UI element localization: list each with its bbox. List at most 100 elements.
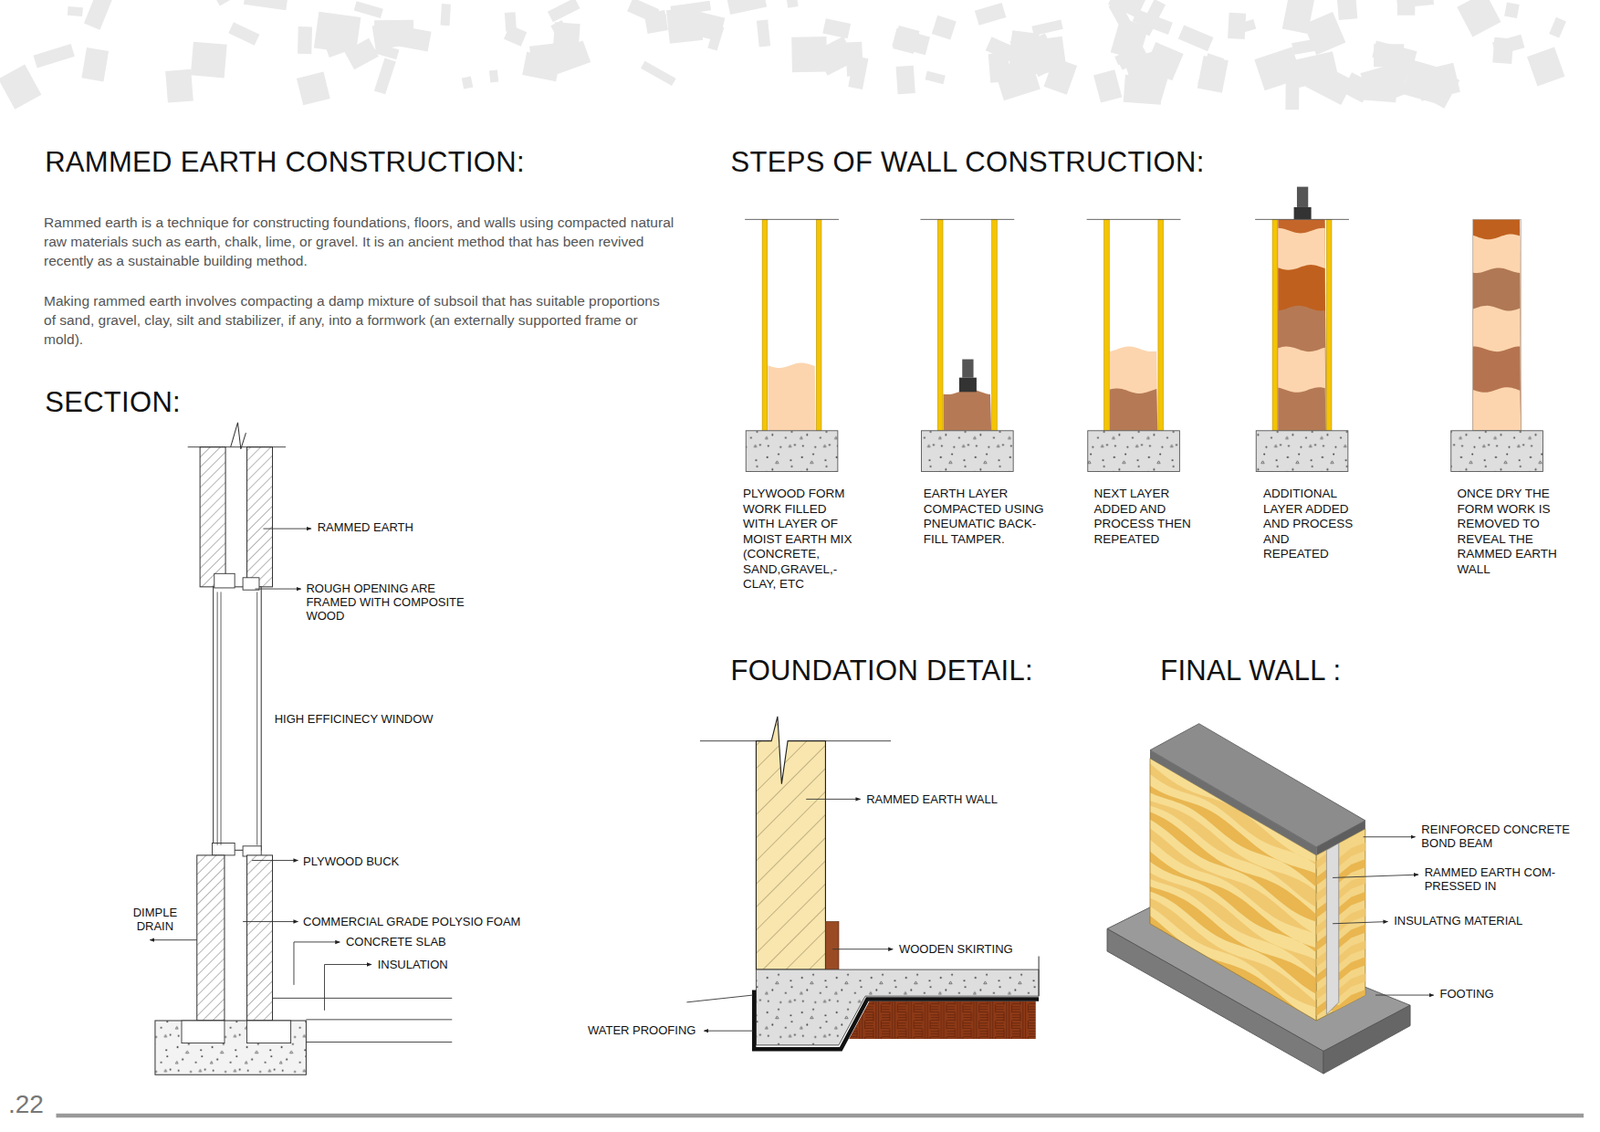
outline-line <box>686 994 753 1003</box>
building-footprint <box>550 20 567 37</box>
step-figure <box>921 219 1015 471</box>
construction-steps <box>745 187 1543 472</box>
label-anchor: FOOTING <box>1439 986 1494 1001</box>
leader-line <box>703 1030 753 1032</box>
earth-layer <box>1277 264 1327 431</box>
page-number: .22 <box>8 1090 44 1119</box>
callout-label: REINFORCED CONCRETE BOND BEAM <box>1421 822 1581 850</box>
building-footprint <box>658 14 668 24</box>
tamper-foot <box>1294 207 1312 220</box>
building-footprint <box>1492 34 1525 56</box>
building-footprint <box>439 3 451 26</box>
callout-label: INSULATION <box>377 957 449 972</box>
building-footprint <box>165 69 194 104</box>
building-footprint <box>924 71 945 85</box>
footing <box>155 1020 306 1075</box>
plywood-buck <box>212 842 236 855</box>
label-anchor: FOUNDATION DETAIL: <box>730 654 1034 688</box>
building-footprint <box>1396 0 1434 9</box>
earth-layer <box>1473 386 1522 431</box>
page-rule <box>55 1113 1584 1118</box>
outline-line <box>753 989 1039 1049</box>
earth-strata <box>1314 841 1368 1017</box>
outline-line <box>272 997 453 999</box>
earth-layer <box>1277 346 1327 431</box>
section-heading: SECTION: <box>44 386 181 419</box>
leader-line <box>1332 921 1388 924</box>
bond-beam-front <box>1150 750 1317 856</box>
step-figure <box>745 219 838 471</box>
outline-line <box>1038 956 1040 997</box>
building-footprint <box>1031 20 1063 37</box>
label-anchor: COMMERCIAL GRADE POLYSIO FOAM <box>303 914 521 929</box>
window-frame <box>213 586 262 850</box>
label-anchor: RAMMED EARTH <box>317 520 414 534</box>
label-anchor: SECTION: <box>44 386 181 419</box>
outline-line <box>920 219 1015 220</box>
break-symbol <box>230 422 247 450</box>
callout-label: RAMMED EARTH COM- PRESSED IN <box>1424 865 1569 893</box>
formwork-board <box>1104 219 1110 430</box>
label-anchor: ADDITIONAL LAYER ADDED AND PROCESS AND R… <box>1263 486 1357 563</box>
wall-outline <box>1473 219 1522 430</box>
body-paragraph: Rammed earth is a technique for construc… <box>43 212 683 271</box>
leader-line <box>1332 874 1419 878</box>
building-footprint <box>243 0 289 11</box>
leader-line <box>262 528 312 530</box>
building-footprint <box>822 18 851 39</box>
label-anchor: HIGH EFFICINECY WINDOW <box>274 711 434 726</box>
building-footprint <box>786 0 799 9</box>
concrete-footing <box>1087 430 1181 472</box>
leader-line <box>805 798 860 800</box>
building-footprint <box>529 41 571 74</box>
rammed-earth-strip <box>197 855 225 1021</box>
leader-line <box>242 920 298 922</box>
callout-label: ROUGH OPENING ARE FRAMED WITH COMPOSITE … <box>305 581 475 623</box>
earth-layer <box>1277 305 1327 431</box>
wall-section <box>155 422 306 1075</box>
building-footprint <box>297 26 313 54</box>
bond-beam-top <box>1150 723 1366 848</box>
building-footprint <box>67 6 84 17</box>
building-footprint <box>707 24 724 52</box>
tamper-body <box>1296 187 1308 208</box>
building-footprint <box>504 11 517 32</box>
label-anchor: EARTH LAYER COMPACTED USING PNEUMATIC BA… <box>923 486 1054 547</box>
callout-label: WATER PROOFING <box>587 1023 696 1037</box>
building-footprint <box>461 76 474 90</box>
earth-stratum <box>1148 897 1316 1007</box>
formwork-board <box>1158 219 1164 430</box>
building-footprint <box>1504 2 1520 20</box>
building-footprint <box>1337 0 1359 21</box>
earth-stratum <box>1314 988 1368 1017</box>
label-anchor: RAMMED EARTH CONSTRUCTION: <box>44 146 525 179</box>
earth-layer <box>1109 387 1159 430</box>
label-anchor: INSULATNG MATERIAL <box>1393 913 1523 928</box>
foundation-detail <box>755 716 1039 1046</box>
step-figure <box>1451 219 1544 471</box>
outline-line <box>188 446 286 448</box>
formwork-board <box>992 219 998 430</box>
callout-label: HIGH EFFICINECY WINDOW <box>274 711 434 726</box>
city-pattern <box>0 0 1567 110</box>
label-anchor: Making rammed earth involves compacting … <box>43 291 674 349</box>
building-footprint <box>374 58 397 95</box>
earth-layer <box>1473 305 1522 431</box>
step-caption: ONCE DRY THE FORM WORK IS REMOVED TO REV… <box>1456 486 1569 577</box>
building-footprint <box>896 65 916 95</box>
tamper-body <box>962 359 973 378</box>
label-anchor: WOODEN SKIRTING <box>899 941 1014 956</box>
plywood-buck <box>242 846 262 857</box>
outline-line <box>1087 219 1182 220</box>
building-footprint <box>0 64 42 110</box>
building-footprint <box>1371 41 1417 69</box>
outline-line <box>744 219 839 220</box>
callout-label: COMMERCIAL GRADE POLYSIO FOAM <box>303 914 521 929</box>
bond-beam-end <box>1316 820 1366 856</box>
building-footprint <box>892 25 921 54</box>
footing-notch <box>247 1020 292 1044</box>
footing-notch <box>181 1020 225 1044</box>
building-footprint <box>727 0 768 15</box>
